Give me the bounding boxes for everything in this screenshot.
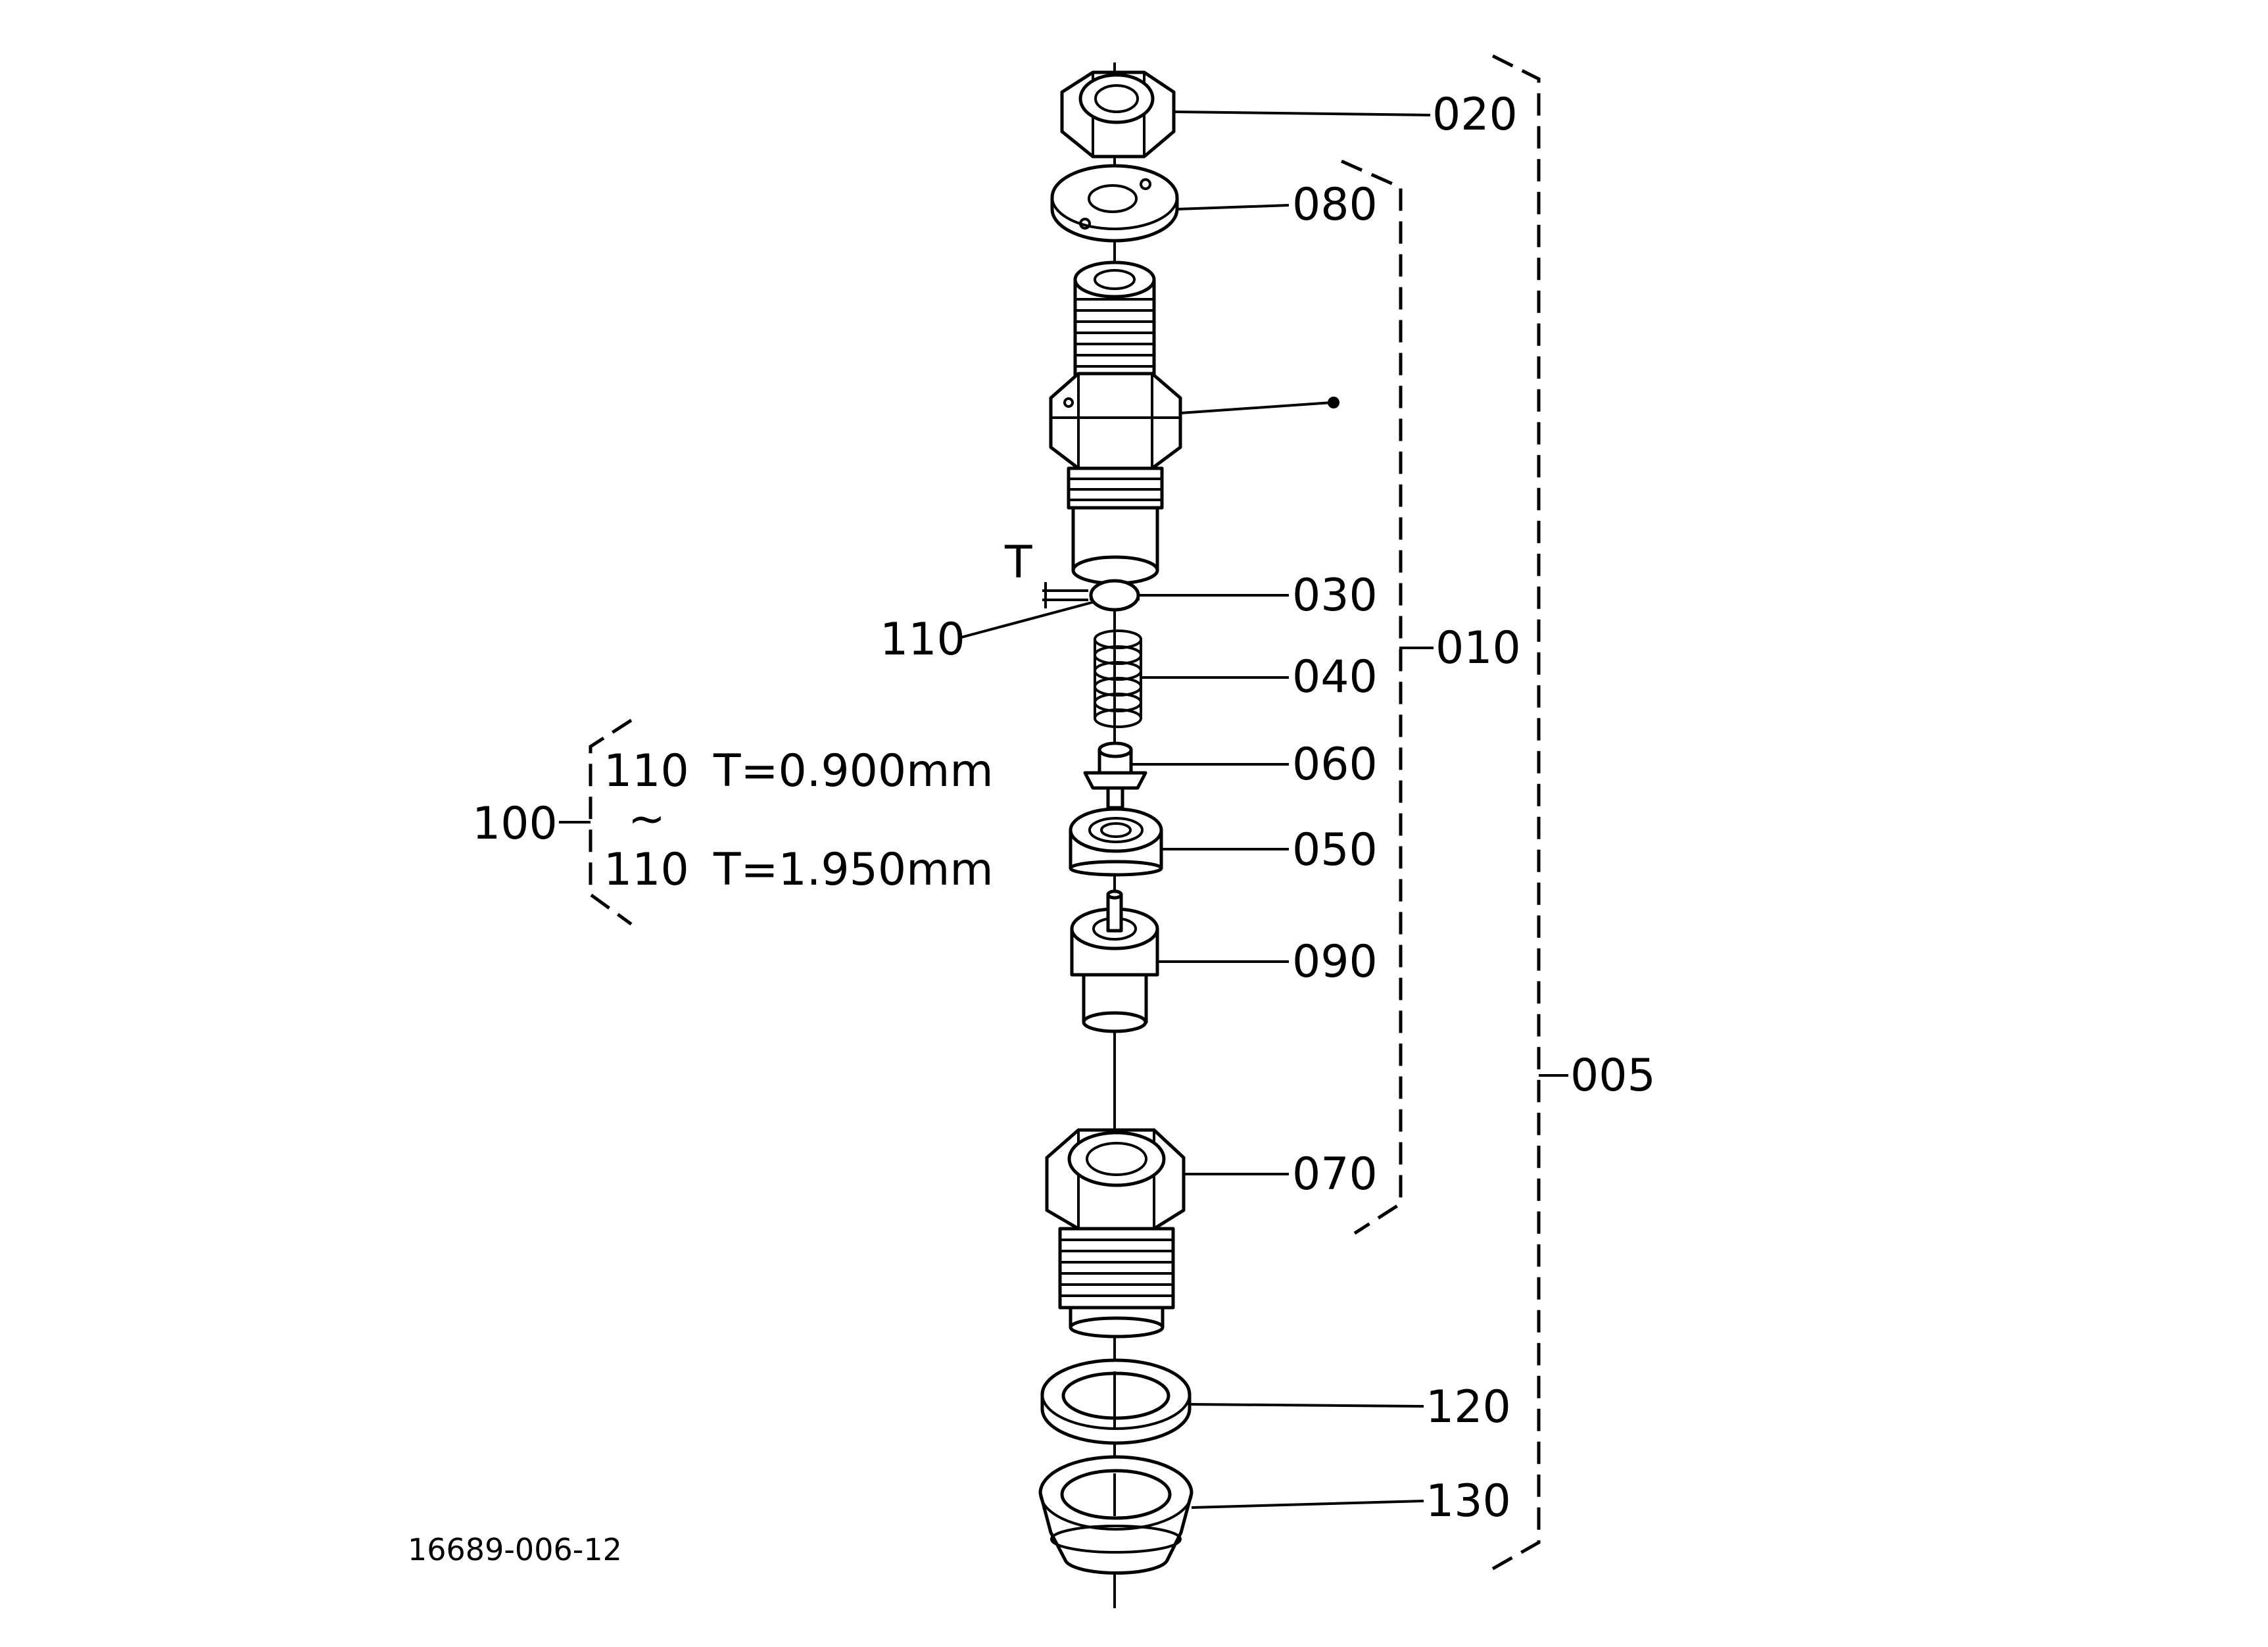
bracket-005-group — [1491, 54, 1541, 1571]
part-030-disc — [1089, 579, 1140, 612]
callout-030: 030 — [1292, 570, 1378, 622]
shim-range-tilde: ~ — [628, 793, 665, 845]
callout-010: 010 — [1436, 622, 1521, 674]
callout-110: 110 — [880, 614, 965, 666]
callout-120: 120 — [1426, 1381, 1511, 1433]
callout-050: 050 — [1292, 824, 1378, 876]
shim-range-note: 110 T=0.900mm ~ 110 T=1.950mm — [604, 745, 994, 896]
part-060-pin — [1083, 741, 1147, 810]
callout-100: 100 — [472, 798, 558, 850]
callout-020: 020 — [1432, 89, 1518, 141]
part-070-retaining-nut — [1045, 1128, 1186, 1339]
callout-070: 070 — [1292, 1148, 1378, 1200]
callout-005: 005 — [1570, 1050, 1656, 1102]
holder-leader-dot — [1328, 397, 1339, 408]
drawing-number: 16689-006-12 — [408, 1532, 622, 1567]
part-020-cap-nut — [1060, 70, 1176, 159]
leader-lines — [958, 111, 1568, 1509]
shim-first-part: 110 — [604, 745, 689, 797]
callout-090: 090 — [1292, 936, 1378, 988]
part-nozzle-holder-body — [1049, 260, 1182, 585]
shim-first-thickness: T=0.900mm — [713, 745, 994, 797]
bracket-010-group — [1340, 159, 1403, 1235]
shim-last-part: 110 — [604, 844, 689, 896]
callout-labels: 020 080 030 040 060 050 090 070 120 130 … — [472, 89, 1656, 1527]
part-080-washer — [1050, 164, 1179, 243]
callout-060: 060 — [1292, 739, 1378, 791]
part-040-spring — [1094, 629, 1142, 728]
part-050-spacer — [1069, 807, 1163, 877]
shim-last-thickness: T=1.950mm — [713, 844, 994, 896]
callout-040: 040 — [1292, 651, 1378, 703]
callout-080: 080 — [1292, 179, 1378, 231]
callout-130: 130 — [1426, 1475, 1511, 1527]
t-symbol-label: T — [1004, 537, 1032, 589]
part-090-nozzle — [1070, 889, 1159, 1033]
t-dimension-marker — [1042, 582, 1088, 608]
